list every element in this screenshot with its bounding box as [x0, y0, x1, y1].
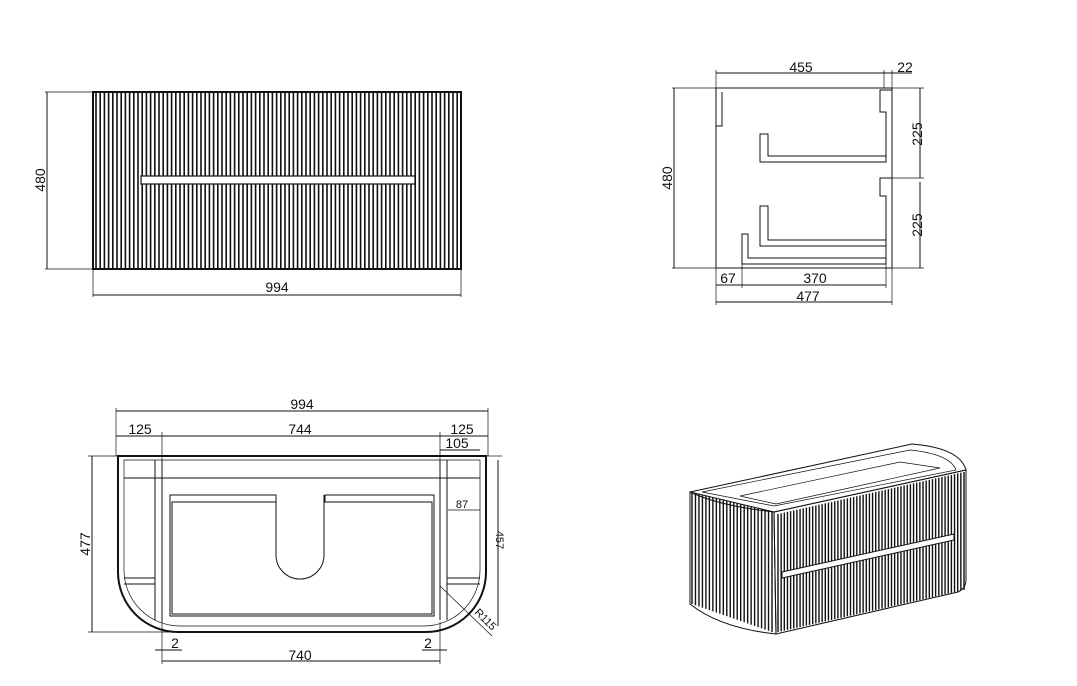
side-total-depth-label: 477 — [796, 288, 820, 304]
side-front-panel-upper — [879, 89, 892, 160]
side-upper-drawer — [759, 133, 887, 163]
side-lower-drawer-label: 225 — [909, 213, 925, 237]
front-width-label: 994 — [265, 279, 289, 295]
iso-top-rim — [689, 443, 967, 513]
top-right-gap-label: 2 — [424, 635, 432, 651]
top-siphon-cutout — [275, 495, 325, 580]
top-right-margin-label: 125 — [450, 421, 474, 437]
top-notch-label: 87 — [456, 499, 468, 511]
top-drawer-box — [169, 494, 435, 617]
top-center-width-label: 744 — [288, 421, 312, 437]
iso-top-inner-rim — [701, 449, 957, 507]
top-bottom-width-label: 740 — [288, 647, 312, 663]
side-front-panel-lower — [879, 177, 892, 258]
side-height-label: 480 — [659, 166, 675, 190]
front-view-handle-groove — [140, 175, 416, 185]
front-height-label: 480 — [32, 168, 48, 192]
top-radius-leader — [439, 585, 493, 637]
top-left-gap-label: 2 — [171, 635, 179, 651]
top-depth-label: 477 — [77, 532, 93, 556]
side-offset-label: 67 — [720, 270, 736, 286]
side-panel-label: 22 — [897, 59, 913, 75]
top-overall-width-label: 994 — [290, 396, 314, 412]
iso-top-opening — [739, 461, 941, 505]
isometric-view — [689, 443, 967, 635]
top-right-frame — [439, 460, 448, 620]
top-inner-depth-label: 457 — [493, 531, 505, 549]
side-bottom-rail — [741, 233, 887, 265]
top-view: 994 125 744 125 105 87 477 457 R115 2 2 … — [77, 396, 505, 664]
front-view: 480 994 — [32, 91, 462, 297]
side-inner-depth-label: 370 — [803, 270, 827, 286]
top-left-frame — [154, 460, 163, 622]
side-depth-label: 455 — [789, 59, 813, 75]
side-upper-drawer-label: 225 — [909, 122, 925, 146]
top-view-inner-contour — [123, 459, 481, 627]
side-top-left-bracket — [715, 88, 723, 127]
top-left-margin-label: 125 — [128, 421, 152, 437]
top-right-inset-label: 105 — [445, 435, 469, 451]
top-view-outer-contour — [117, 455, 487, 633]
top-right-crossbar — [447, 577, 480, 585]
side-lower-drawer — [759, 205, 887, 247]
front-view-outline — [92, 91, 462, 270]
iso-left-fluting — [691, 493, 773, 632]
side-view: 455 22 480 225 225 67 370 477 — [659, 59, 925, 305]
iso-handle-groove — [781, 533, 955, 579]
top-left-crossbar — [124, 577, 155, 585]
